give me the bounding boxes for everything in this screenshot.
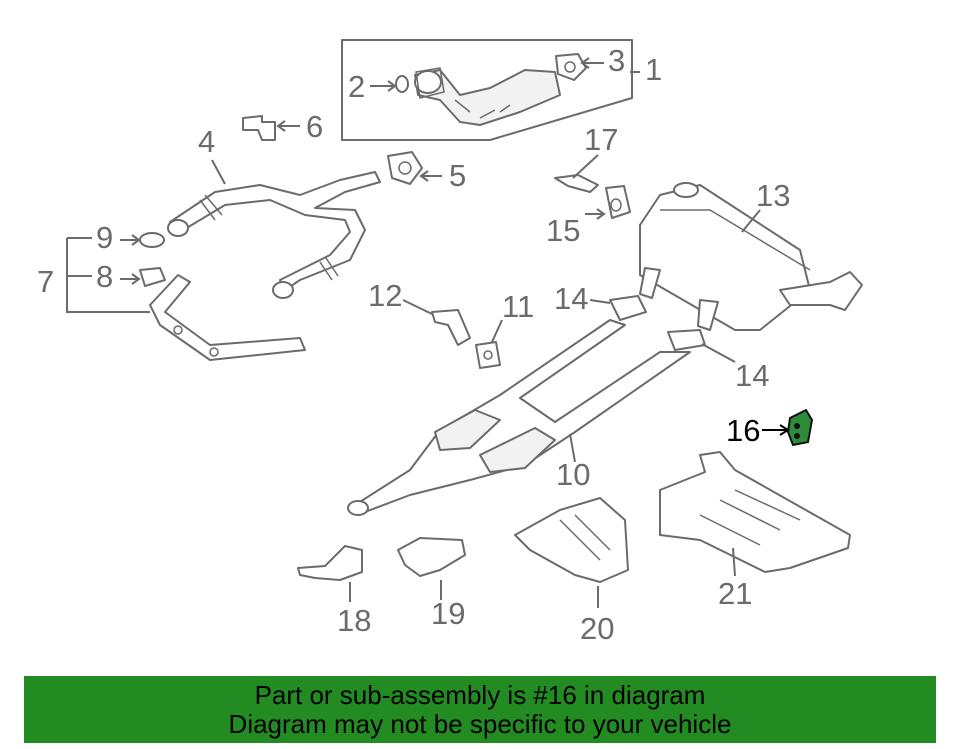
- callout-6: 6: [306, 109, 323, 144]
- callout-18: 18: [337, 603, 371, 638]
- callout-14-lower: 14: [735, 358, 769, 393]
- part-20-heat-insulator: [514, 497, 629, 608]
- part-4-front-pipe: [167, 159, 381, 299]
- part-16-insulator: [762, 408, 814, 447]
- part-18-heat-insulator: [297, 545, 363, 602]
- callout-7: 7: [37, 264, 54, 299]
- part-13-main-muffler: [639, 182, 863, 331]
- part-12-bracket: [402, 299, 471, 346]
- callout-21: 21: [718, 576, 752, 611]
- part-3-gasket: [555, 53, 604, 81]
- callout-17: 17: [584, 122, 618, 157]
- callout-1: 1: [645, 52, 662, 87]
- callout-13: 13: [756, 178, 790, 213]
- part-2-gasket: [370, 75, 409, 93]
- callout-10: 10: [556, 457, 590, 492]
- part-14-gasket-lower: [667, 329, 736, 363]
- part-21-heat-insulator: [659, 451, 851, 577]
- callout-15: 15: [546, 213, 580, 248]
- callout-16: 16: [726, 413, 760, 448]
- callout-9: 9: [96, 220, 113, 255]
- callout-19: 19: [431, 596, 465, 631]
- part-11-insulator: [475, 319, 503, 369]
- callout-12: 12: [368, 278, 402, 313]
- part-5-gasket: [387, 151, 442, 185]
- callout-4: 4: [198, 124, 215, 159]
- callout-2: 2: [348, 69, 365, 104]
- callout-11: 11: [502, 289, 534, 324]
- part-info-banner: Part or sub-assembly is #16 in diagram D…: [24, 676, 936, 743]
- part-6-bracket: [242, 115, 300, 141]
- callout-3: 3: [608, 43, 625, 78]
- part-9-insulator: [120, 232, 165, 248]
- callout-5: 5: [449, 158, 466, 193]
- part-14-gasket-upper: [589, 295, 647, 321]
- part-19-heat-insulator: [397, 537, 466, 600]
- callout-20: 20: [580, 611, 614, 646]
- callout-8: 8: [96, 259, 113, 294]
- exhaust-parts-diagram: 1 2 3 4 5 6 7 8 9 10 11 12 13 14 14 15 1…: [37, 39, 863, 646]
- part-15-insulator: [585, 185, 631, 220]
- part-7-bracket: [66, 237, 306, 361]
- part-8-insulator: [120, 267, 166, 287]
- part-10-center-pipe: [347, 319, 691, 516]
- banner-line-part: Part or sub-assembly is #16 in diagram: [254, 680, 706, 710]
- callout-14-upper: 14: [554, 281, 588, 316]
- part-17-bracket: [554, 154, 599, 193]
- banner-line-disclaimer: Diagram may not be specific to your vehi…: [228, 709, 732, 739]
